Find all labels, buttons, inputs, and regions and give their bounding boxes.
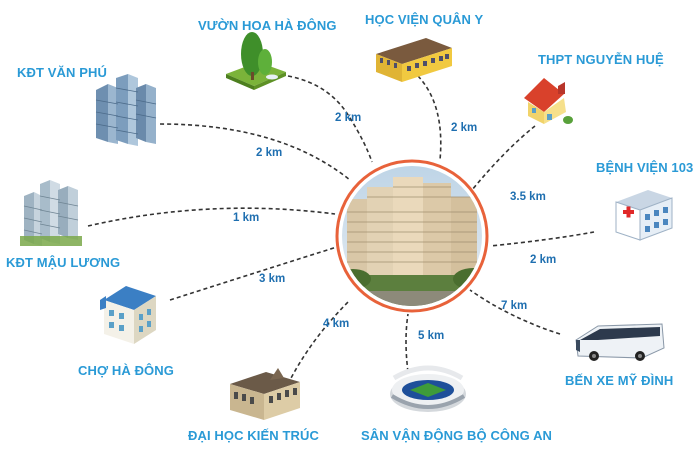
connector-kdt-van-phu [159,123,351,181]
hospital-icon [615,190,673,241]
connector-kdt-mau-luong [87,207,336,227]
connector-dai-hoc-kien-truc [287,299,351,385]
skyscrapers-icon [95,74,157,146]
university-icon [230,368,300,420]
distance-kdt-van-phu: 2 km [256,147,283,159]
project-building-photo [335,159,489,313]
distance-kdt-mau-luong: 1 km [233,212,260,224]
towers-icon [20,180,82,246]
connector-san-van-dong [405,313,409,373]
label-ben-xe-my-dinh: BẾN XE MỸ ĐÌNH [565,373,674,388]
connector-cho-ha-dong [169,245,341,301]
label-hoc-vien-quan-y: HỌC VIỆN QUÂN Y [365,12,484,27]
distance-hoc-vien-quan-y: 2 km [451,122,478,134]
label-dai-hoc-kien-truc: ĐẠI HỌC KIẾN TRÚC [188,428,319,443]
connector-hoc-vien-quan-y [417,75,442,161]
distance-benh-vien-103: 2 km [530,254,557,266]
park-tree-icon [226,32,286,90]
label-cho-ha-dong: CHỢ HÀ ĐÔNG [78,363,174,378]
distance-vuon-hoa-ha-dong: 2 km [335,112,362,124]
school-house-icon [524,78,573,124]
label-kdt-mau-luong: KĐT MẬU LƯƠNG [6,255,121,270]
distance-san-van-dong: 5 km [418,330,445,342]
label-vuon-hoa-ha-dong: VƯỜN HOA HÀ ĐÔNG [198,18,337,33]
label-benh-vien-103: BỆNH VIỆN 103 [596,160,694,175]
distance-dai-hoc-kien-truc: 4 km [323,318,350,330]
distance-thpt-nguyen-hue: 3.5 km [510,191,546,203]
label-thpt-nguyen-hue: THPT NGUYỄN HUỆ [538,52,664,67]
label-san-van-dong: SÂN VẬN ĐỘNG BỘ CÔNG AN [361,428,553,443]
distance-cho-ha-dong: 3 km [259,273,286,285]
bus-icon [575,323,665,361]
market-building-icon [100,286,156,344]
connector-ben-xe-my-dinh [469,289,561,335]
distance-ben-xe-my-dinh: 7 km [501,300,528,312]
academy-building-icon [376,38,452,82]
connector-benh-vien-103 [489,231,595,247]
connector-vuon-hoa-ha-dong [287,75,373,163]
stadium-icon [390,365,466,412]
connector-thpt-nguyen-hue [471,125,536,191]
label-kdt-van-phu: KĐT VĂN PHÚ [17,65,107,80]
